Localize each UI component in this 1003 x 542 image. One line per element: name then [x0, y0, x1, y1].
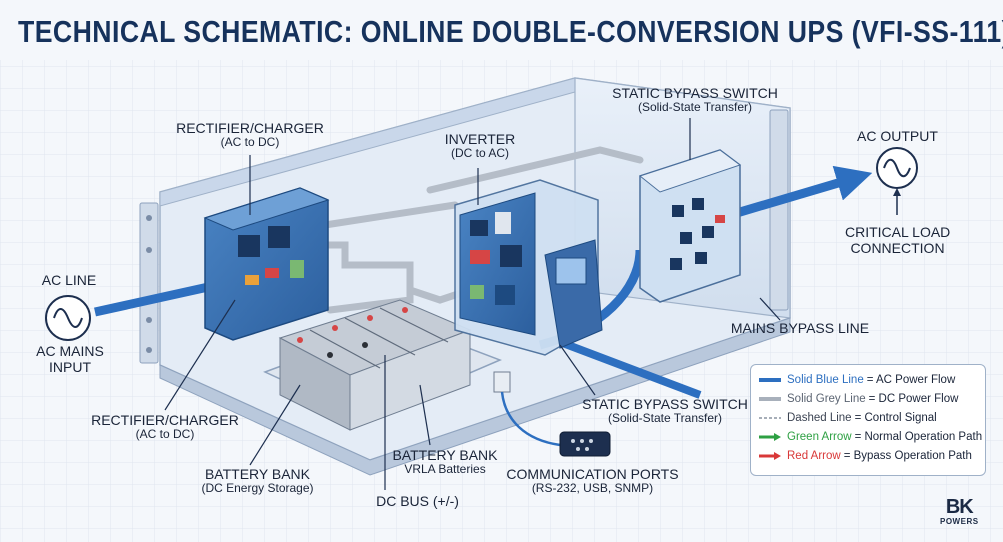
battery-bank: [263, 299, 502, 431]
legend-row-normal: Green Arrow = Normal Operation Path: [759, 427, 982, 446]
bypass-output-tube: [558, 338, 702, 399]
legend-swatch-green-arrow: [759, 432, 781, 441]
bypass-bottom-sub: (Solid-State Transfer): [607, 411, 723, 426]
inverter-label: INVERTER (DC to AC): [420, 131, 540, 161]
legend-swatch-ac: [759, 377, 781, 382]
ac-output-label: AC OUTPUT: [850, 128, 945, 144]
battery-bank-right-label: BATTERY BANK VRLA Batteries: [385, 447, 505, 477]
rectifier-top-sub: (AC to DC): [220, 135, 280, 150]
battery-bank-right-main: BATTERY BANK: [392, 447, 498, 463]
legend-swatch-control: [759, 416, 781, 419]
ac-mains-sine-icon: [45, 295, 91, 341]
rectifier-bottom-main: RECTIFIER/CHARGER: [91, 412, 239, 428]
battery-bank-left-sub: (DC Energy Storage): [201, 481, 314, 496]
legend-row-dc: Solid Grey Line = DC Power Flow: [759, 389, 977, 408]
bypass-bottom-label: STATIC BYPASS SWITCH (Solid-State Transf…: [580, 396, 750, 426]
ac-mains-label: AC MAINS INPUT: [30, 343, 110, 375]
rectifier-top-main: RECTIFIER/CHARGER: [176, 120, 324, 136]
legend-row-control: Dashed Line = Control Signal: [759, 408, 977, 427]
mains-bypass-label: MAINS BYPASS LINE: [725, 320, 875, 336]
ac-output-sine-icon: [876, 147, 918, 189]
legend: Solid Blue Line = AC Power Flow Solid Gr…: [750, 364, 986, 476]
bypass-top-sub: (Solid-State Transfer): [637, 100, 753, 115]
legend-swatch-dc: [759, 396, 781, 401]
communication-port: [493, 371, 611, 457]
battery-bank-left-main: BATTERY BANK: [204, 466, 311, 482]
brand-name: POWERS: [940, 517, 979, 526]
bypass-top-label: STATIC BYPASS SWITCH (Solid-State Transf…: [610, 85, 780, 115]
inverter-display: [555, 257, 587, 285]
legend-row-ac: Solid Blue Line = AC Power Flow: [759, 370, 977, 389]
bypass-top-main: STATIC BYPASS SWITCH: [612, 85, 778, 101]
legend-row-bypass: Red Arrow = Bypass Operation Path: [759, 446, 977, 465]
rectifier-bottom-sub: (AC to DC): [135, 427, 195, 442]
legend-text-bypass: = Bypass Operation Path: [843, 449, 972, 462]
comm-ports-label: COMMUNICATION PORTS (RS-232, USB, SNMP): [505, 466, 680, 496]
rectifier-top-label: RECTIFIER/CHARGER (AC to DC): [170, 120, 330, 150]
legend-key-normal: Green Arrow: [787, 430, 852, 443]
legend-key-bypass: Red Arrow: [787, 449, 841, 462]
ac-output-main: AC OUTPUT: [857, 128, 938, 144]
critical-load-label: CRITICAL LOAD CONNECTION: [845, 224, 950, 256]
ac-line-label: AC LINE: [34, 272, 104, 288]
ac-line-main: AC LINE: [41, 272, 97, 288]
dc-bus-label: DC BUS (+/-): [370, 493, 465, 509]
legend-key-ac: Solid Blue Line: [787, 373, 864, 386]
critical-load-sub: CONNECTION: [850, 240, 945, 257]
mains-bypass-main: MAINS BYPASS LINE: [730, 320, 870, 336]
dc-bus-main: DC BUS (+/-): [376, 493, 459, 509]
left-rack-ear: [139, 202, 159, 364]
bypass-bottom-main: STATIC BYPASS SWITCH: [582, 396, 748, 412]
page-title: TECHNICAL SCHEMATIC: ONLINE DOUBLE-CONVE…: [18, 14, 1003, 49]
leader-lines: [164, 118, 781, 490]
legend-key-control: Dashed Line: [787, 411, 852, 424]
legend-text-dc: = DC Power Flow: [868, 392, 959, 405]
comm-ports-sub: (RS-232, USB, SNMP): [531, 481, 654, 496]
inverter-module: [454, 179, 603, 356]
legend-text-normal: = Normal Operation Path: [854, 430, 983, 443]
inverter-main: INVERTER: [444, 131, 516, 147]
ac-mains-main: AC MAINS: [36, 343, 104, 359]
rectifier-module: [203, 187, 330, 341]
static-bypass-switch-module: [638, 149, 742, 303]
legend-text-ac: = AC Power Flow: [866, 373, 956, 386]
rectifier-bottom-label: RECTIFIER/CHARGER (AC to DC): [90, 412, 240, 442]
battery-bank-left-label: BATTERY BANK (DC Energy Storage): [190, 466, 325, 496]
legend-swatch-red-arrow: [759, 451, 781, 460]
legend-text-control: = Control Signal: [854, 411, 937, 424]
comm-ports-main: COMMUNICATION PORTS: [506, 466, 679, 482]
inverter-sub: (DC to AC): [450, 146, 509, 161]
critical-load-main: CRITICAL LOAD: [845, 224, 951, 240]
dc-bus-rails: [321, 146, 644, 314]
right-rack-ear: [769, 109, 789, 311]
ac-output-arrow: [728, 165, 873, 220]
brand-mark: BK: [945, 496, 974, 518]
brand-logo: BK POWERS: [940, 497, 979, 526]
battery-bank-right-sub: VRLA Batteries: [404, 462, 486, 477]
critical-load-arrowhead: [893, 188, 901, 196]
ac-mains-sub: INPUT: [49, 359, 91, 376]
legend-key-dc: Solid Grey Line: [787, 392, 866, 405]
